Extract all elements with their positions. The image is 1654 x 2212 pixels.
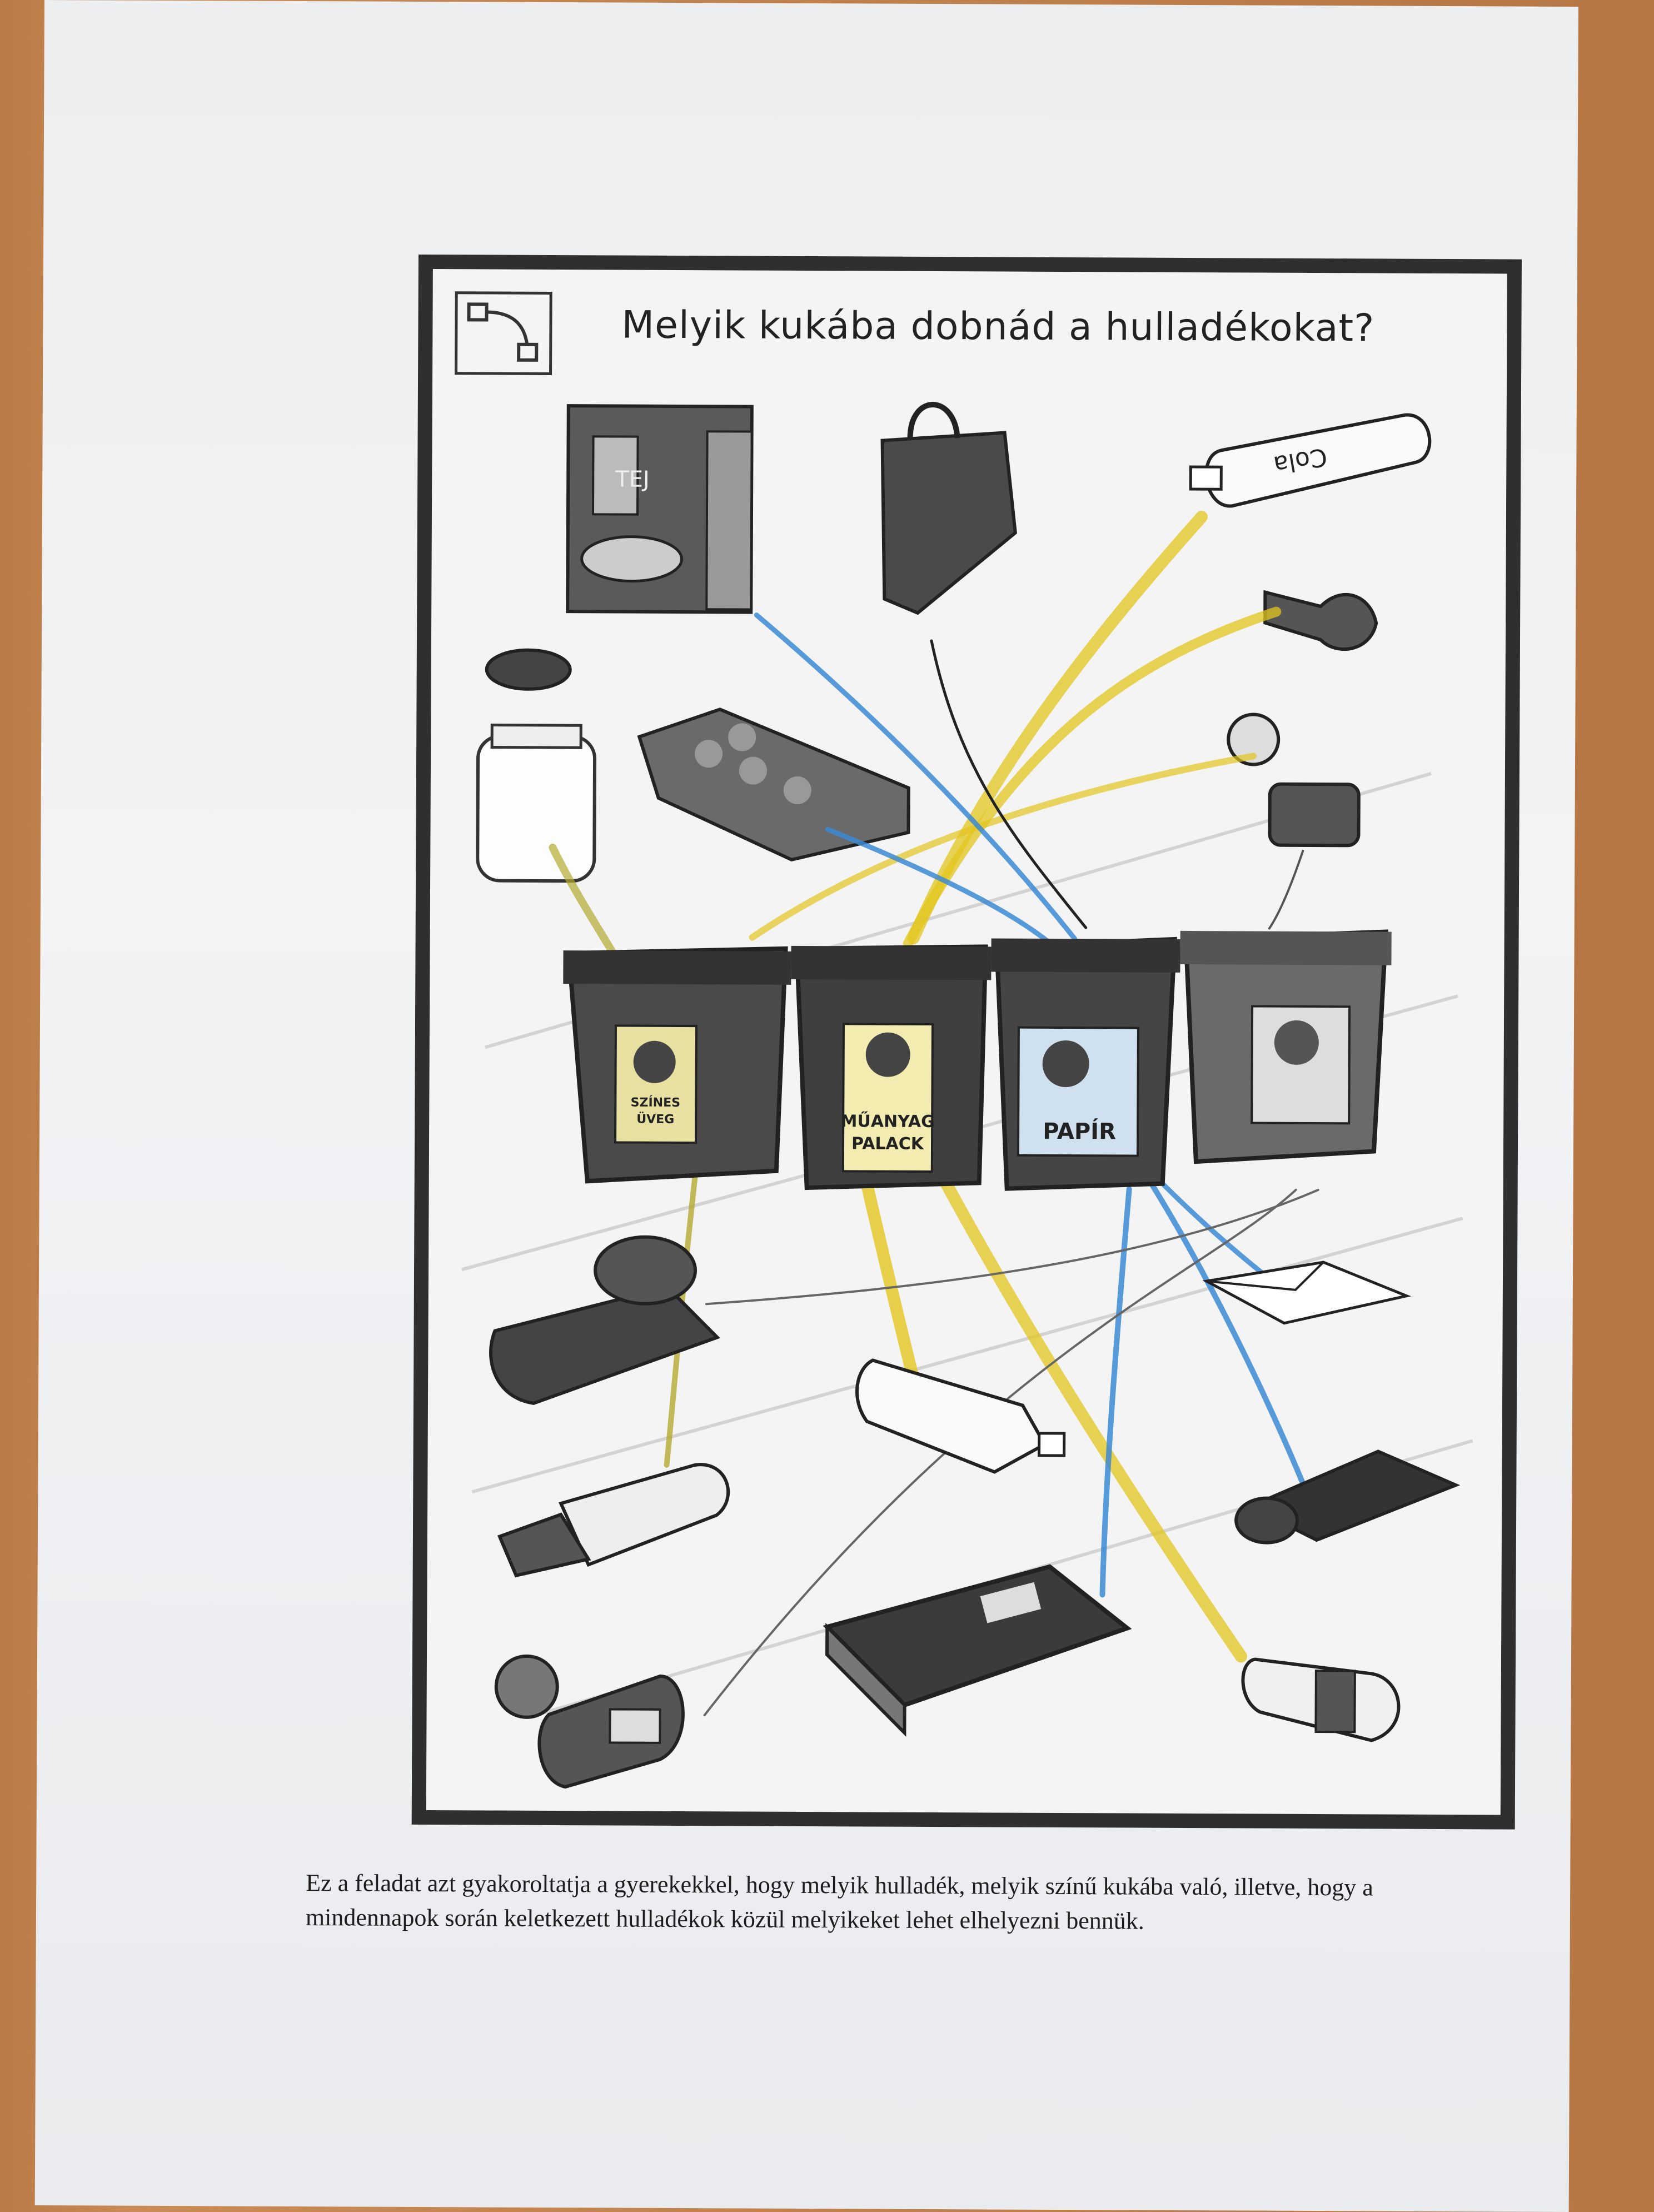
plastic-bottle-icon: Cola (1189, 413, 1432, 508)
plastic-bottle-small-icon (1241, 1657, 1401, 1742)
sardine-can-icon (489, 1235, 720, 1405)
bin-paper: PAPÍR (991, 936, 1180, 1191)
milk-carton-icon: TEJ (566, 404, 754, 614)
bin-general (1180, 929, 1392, 1164)
caption-line-1: Ez a feladat azt gyakoroltatja a gyereke… (306, 1869, 1373, 1901)
bin-label-line1: MŰANYAG (841, 1110, 935, 1132)
bin-label-line2: ÜVEG (636, 1112, 674, 1127)
paper-bag-icon (880, 402, 1017, 615)
milk-carton-label: TEJ (615, 466, 650, 492)
tin-can-lying-icon (494, 1654, 685, 1789)
worksheet-caption: Ez a feladat azt gyakoroltatja a gyereke… (306, 1866, 1585, 1940)
bin-label-line2: PALACK (851, 1134, 925, 1154)
jar-lid-icon (485, 648, 572, 691)
diagram-icon (455, 291, 552, 375)
sorting-illustration: TEJ Cola (461, 402, 1473, 1789)
plastic-bottle-crushed-icon (855, 1358, 1066, 1474)
bin-colored-glass: SZÍNES ÜVEG (563, 946, 791, 1184)
glass-bottle-lying-icon (497, 1463, 730, 1578)
worksheet-frame: Melyik kukába dobnád a hulladékokat? TEJ (411, 254, 1522, 1830)
tin-can-icon (1227, 713, 1361, 848)
glass-bottle-icon (1263, 590, 1378, 651)
book-icon (823, 1564, 1132, 1737)
egg-carton-icon (637, 708, 910, 862)
envelope-icon (1202, 1261, 1412, 1325)
bin-label-line1: PAPÍR (1043, 1118, 1116, 1145)
bin-plastic-bottle: MŰANYAG PALACK (791, 944, 992, 1190)
caption-line-2: mindennapok során keletkezett hulladékok… (305, 1904, 1144, 1935)
bin-label-line1: SZÍNES (631, 1095, 680, 1110)
paper-sheet: Melyik kukába dobnád a hulladékokat? TEJ (34, 0, 1578, 2212)
paper-roll-icon (1234, 1449, 1461, 1545)
glass-jar-icon (476, 724, 597, 883)
